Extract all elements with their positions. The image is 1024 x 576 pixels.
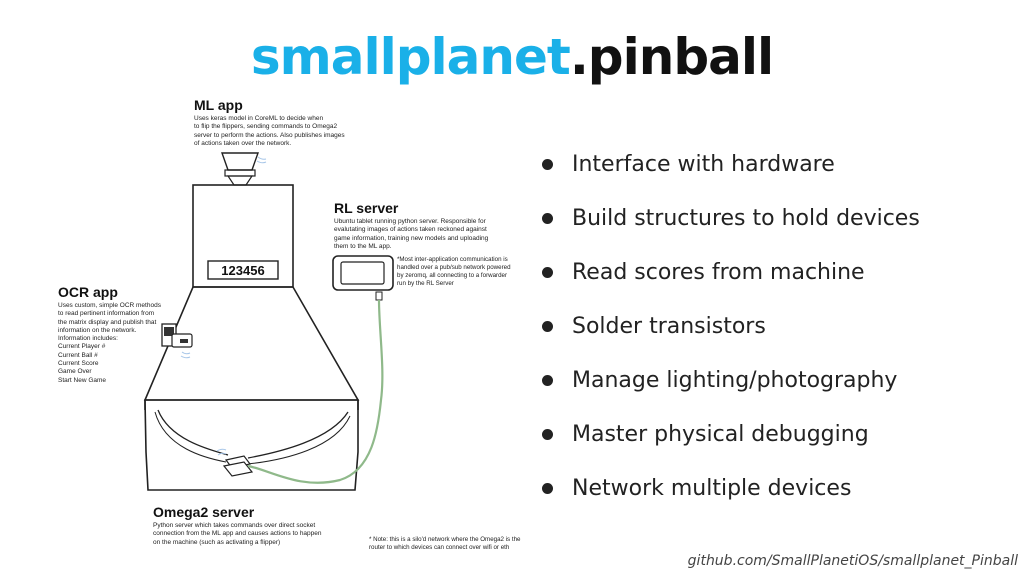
ocr-app-heading: OCR app bbox=[58, 284, 118, 300]
ml-phone-mount bbox=[221, 152, 259, 171]
wifi-icon bbox=[256, 156, 267, 164]
bullet-dot-icon bbox=[542, 321, 553, 332]
bullet-dot-icon bbox=[542, 429, 553, 440]
playfield bbox=[144, 399, 359, 491]
slide-title: smallplanet.pinball bbox=[0, 28, 1024, 86]
network-note: * Note: this is a silo'd network where t… bbox=[369, 536, 521, 551]
ml-app-description: Uses keras model in CoreML to decide whe… bbox=[194, 115, 345, 147]
bullet-item: Solder transistors bbox=[542, 312, 920, 366]
bullet-dot-icon bbox=[542, 267, 553, 278]
score-display-box bbox=[207, 260, 279, 280]
bullet-dot-icon bbox=[542, 213, 553, 224]
rl-server-heading: RL server bbox=[334, 200, 399, 216]
bullet-item: Read scores from machine bbox=[542, 258, 920, 312]
bullet-item: Build structures to hold devices bbox=[542, 204, 920, 258]
score-display-text: 123456 bbox=[221, 263, 264, 278]
omega2-server-label: Omega2 server Python server which takes … bbox=[153, 504, 322, 547]
ocr-app-description: Uses custom, simple OCR methods to read … bbox=[58, 302, 161, 384]
rl-server-description: Ubuntu tablet running python server. Res… bbox=[334, 218, 489, 250]
ml-app-label: ML app Uses keras model in CoreML to dec… bbox=[194, 97, 345, 148]
omega2-device bbox=[222, 455, 254, 477]
bullet-item: Network multiple devices bbox=[542, 474, 920, 528]
bullet-dot-icon bbox=[542, 375, 553, 386]
bullet-list: Interface with hardware Build structures… bbox=[542, 150, 920, 528]
omega2-server-heading: Omega2 server bbox=[153, 504, 255, 520]
bullet-item: Master physical debugging bbox=[542, 420, 920, 474]
ocr-app-label: OCR app Uses custom, simple OCR methods … bbox=[58, 284, 161, 385]
ml-app-heading: ML app bbox=[194, 97, 243, 113]
rl-server-label: RL server Ubuntu tablet running python s… bbox=[334, 200, 488, 251]
bullet-dot-icon bbox=[542, 483, 553, 494]
bullet-item: Interface with hardware bbox=[542, 150, 920, 204]
title-brand: smallplanet bbox=[250, 28, 571, 86]
pubsub-note: *Most inter-application communication is… bbox=[397, 256, 511, 287]
bullet-item: Manage lighting/photography bbox=[542, 366, 920, 420]
network-cable bbox=[247, 299, 384, 484]
bullet-dot-icon bbox=[542, 159, 553, 170]
omega2-server-description: Python server which takes commands over … bbox=[153, 522, 322, 546]
github-link[interactable]: github.com/SmallPlanetiOS/smallplanet_Pi… bbox=[687, 553, 1018, 569]
title-suffix: .pinball bbox=[569, 28, 774, 86]
